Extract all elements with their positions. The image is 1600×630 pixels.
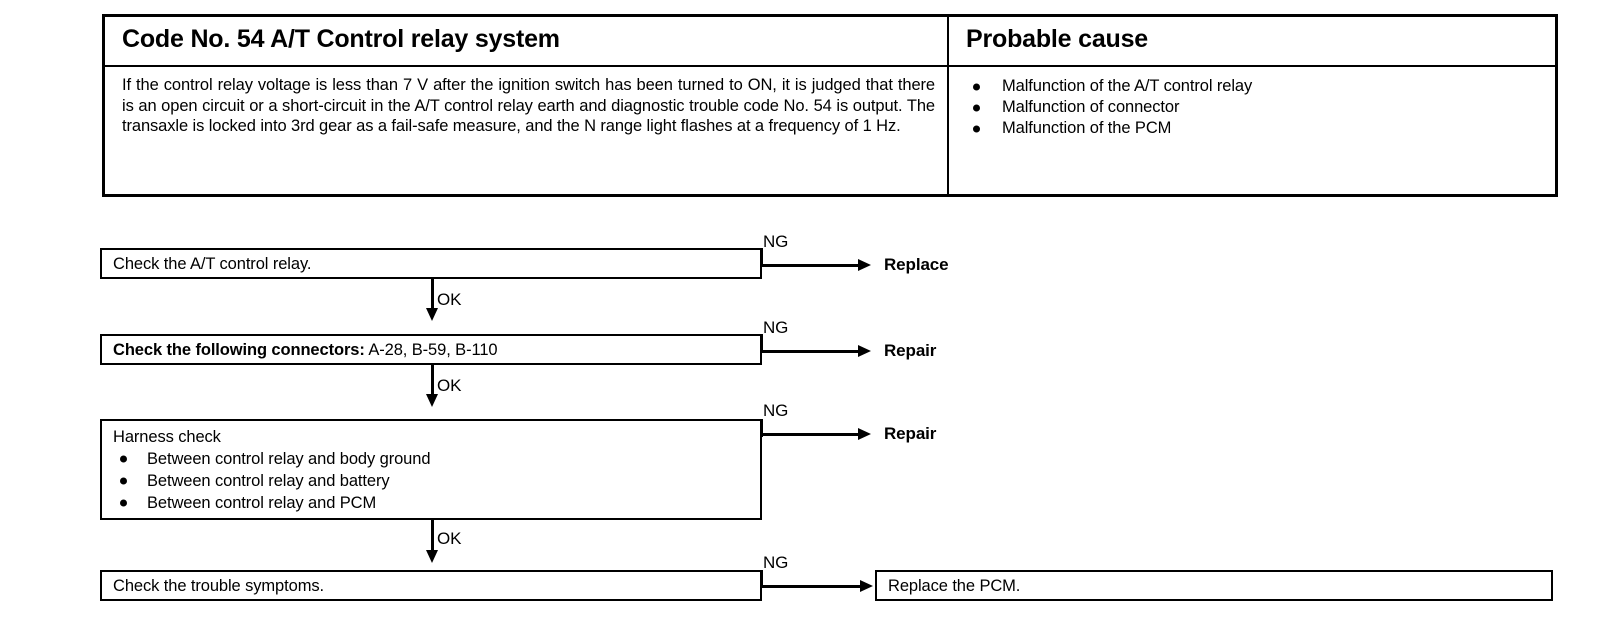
probable-cause-list: Malfunction of the A/T control relay Mal… [949, 67, 1555, 139]
flow-step-1-ng-arrowhead [858, 259, 871, 271]
flow-step-3-ng-line [760, 433, 861, 436]
flow-ok-2-arrowhead [426, 394, 438, 407]
flow-ok-3-arrowhead [426, 550, 438, 563]
cause-label: Malfunction of connector [1002, 98, 1180, 116]
header-cell-code: Code No. 54 A/T Control relay system [105, 17, 949, 65]
flow-step-1-label: Check the A/T control relay. [113, 254, 312, 273]
dtc-description-text: If the control relay voltage is less tha… [122, 76, 935, 135]
flow-step-3-ng-arrowhead [858, 428, 871, 440]
flow-step-1-box: Check the A/T control relay. [100, 248, 762, 279]
flow-ok-2-label: OK [437, 376, 462, 395]
bullet-icon [973, 83, 980, 90]
flow-step-2-label: Check the following connectors: A-28, B-… [102, 340, 498, 360]
flow-step-4-box: Check the trouble symptoms. [100, 570, 762, 601]
flow-step-2-ng-result: Repair [884, 341, 937, 360]
flow-step-1-ng-line [760, 264, 861, 267]
flow-step-2-ng-stub [760, 334, 763, 352]
flow-ok-1-arrowhead [426, 308, 438, 321]
harness-item-label: Between control relay and PCM [147, 494, 377, 512]
flow-step-2-ng-arrowhead [858, 345, 871, 357]
cause-label: Malfunction of the PCM [1002, 119, 1172, 137]
body-cell-causes: Malfunction of the A/T control relay Mal… [949, 67, 1555, 194]
bullet-icon [120, 455, 127, 463]
flow-step-3-ng-stub [760, 419, 763, 437]
flow-step-3-ng-label: NG [763, 401, 789, 420]
flow-ok-1-label: OK [437, 290, 462, 309]
flow-ok-2-line [431, 365, 434, 398]
list-item: Between control relay and PCM [102, 492, 760, 514]
flow-step-1-ng-label: NG [763, 232, 789, 251]
list-item: Between control relay and body ground [102, 448, 760, 470]
list-item: Malfunction of connector [949, 97, 1555, 118]
flow-step-1-ng-stub [760, 248, 763, 266]
table-header-row: Code No. 54 A/T Control relay system Pro… [105, 17, 1555, 67]
cause-label: Malfunction of the A/T control relay [1002, 77, 1253, 95]
page-title: Code No. 54 A/T Control relay system [122, 25, 560, 53]
bullet-icon [120, 477, 127, 485]
list-item: Between control relay and battery [102, 470, 760, 492]
flow-step-1-ng-result: Replace [884, 255, 949, 274]
dtc-description-table: Code No. 54 A/T Control relay system Pro… [102, 14, 1558, 197]
flow-ok-3-line [431, 520, 434, 554]
table-body-row: If the control relay voltage is less tha… [105, 67, 1555, 194]
harness-check-list: Between control relay and body ground Be… [102, 447, 760, 514]
flow-step-4-ng-stub [760, 570, 763, 588]
flow-final-result-label: Replace the PCM. [888, 576, 1021, 595]
flow-step-4-label: Check the trouble symptoms. [113, 576, 324, 595]
harness-item-label: Between control relay and body ground [147, 450, 431, 468]
flow-step-2-box: Check the following connectors: A-28, B-… [100, 334, 762, 365]
flow-step-4-ng-line [760, 585, 861, 588]
harness-item-label: Between control relay and battery [147, 472, 390, 490]
flow-step-2-ng-label: NG [763, 318, 789, 337]
flow-step-2-label-bold: Check the following connectors: [113, 340, 365, 359]
bullet-icon [973, 125, 980, 132]
bullet-icon [120, 499, 127, 507]
probable-cause-title: Probable cause [966, 25, 1149, 53]
harness-check-title: Harness check [113, 428, 221, 446]
flow-step-2-connector-list: A-28, B-59, B-110 [364, 340, 498, 359]
flow-step-3-ng-result: Repair [884, 424, 937, 443]
bullet-icon [973, 104, 980, 111]
list-item: Malfunction of the A/T control relay [949, 76, 1555, 97]
list-item: Malfunction of the PCM [949, 118, 1555, 139]
header-cell-probable-cause: Probable cause [949, 17, 1555, 65]
flow-ok-1-line [431, 279, 434, 312]
flow-step-3-box: Harness check Between control relay and … [100, 419, 762, 520]
flow-step-2-ng-line [760, 350, 861, 353]
flow-final-result-box: Replace the PCM. [875, 570, 1553, 601]
flow-step-4-ng-arrowhead [860, 580, 873, 592]
flow-ok-3-label: OK [437, 529, 462, 548]
body-cell-description: If the control relay voltage is less tha… [105, 67, 949, 194]
flow-step-4-ng-label: NG [763, 553, 789, 572]
